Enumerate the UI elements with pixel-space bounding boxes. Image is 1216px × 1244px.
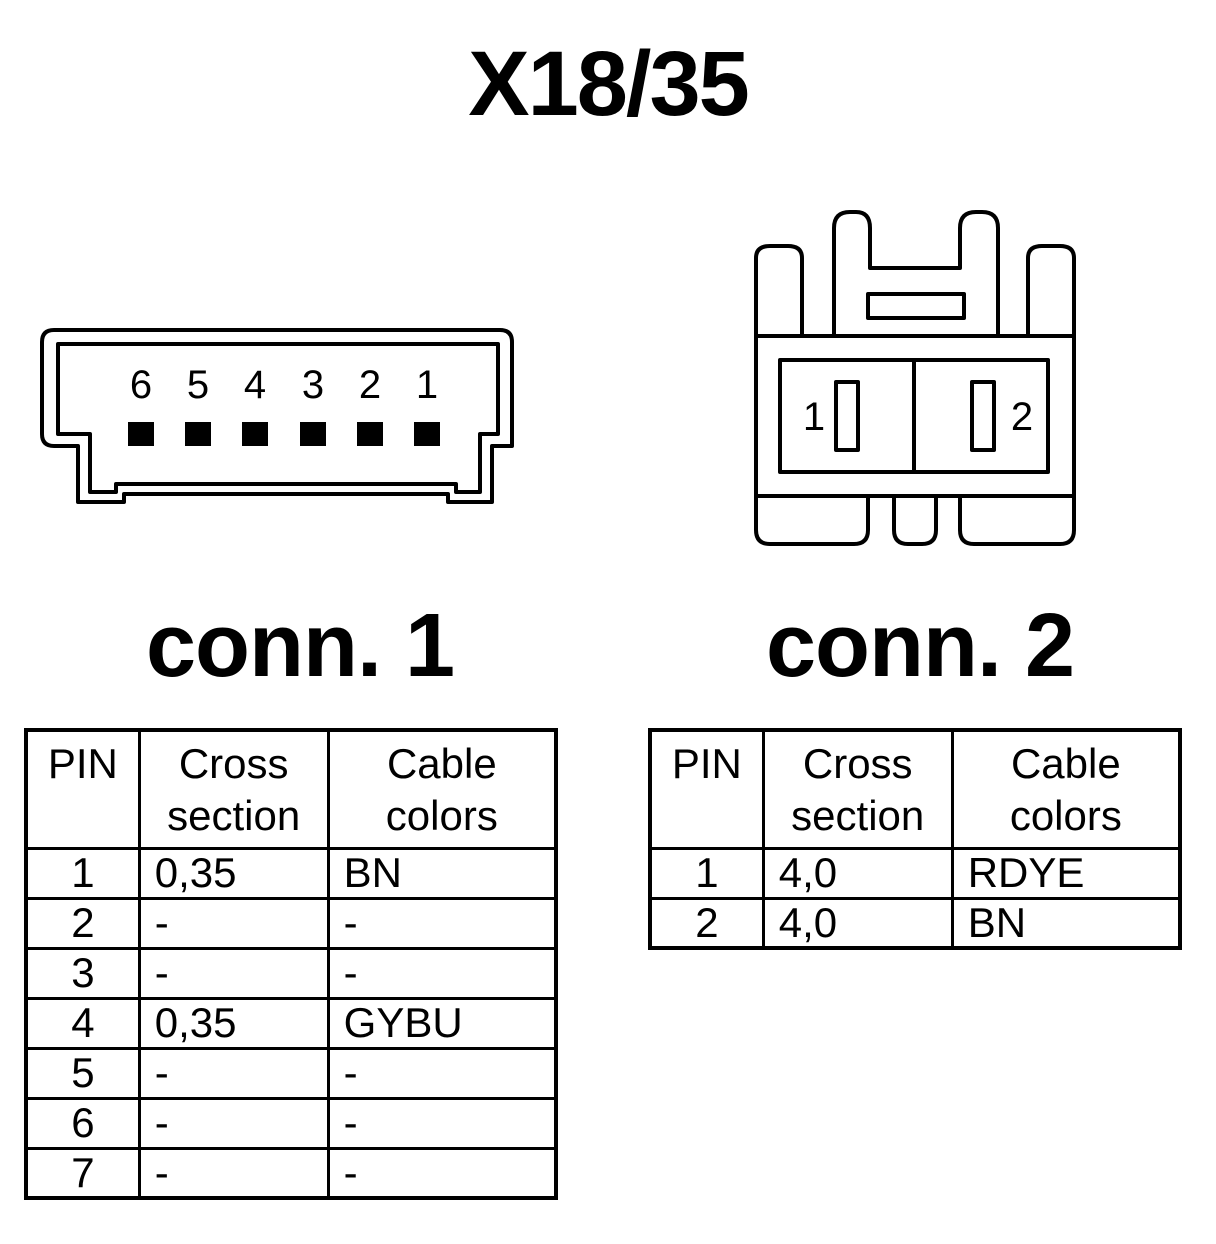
table-row: 3 - - [24, 946, 558, 1000]
cable-colors-header-line-2: colors [1009, 792, 1122, 839]
table-row: 2 4,0 BN [648, 896, 1182, 950]
conn1-pin-contact-3 [300, 422, 326, 446]
cross-section-cell: - [137, 946, 330, 1000]
connector-2-label: conn. 2 [765, 596, 1075, 696]
pin-cell: 4 [24, 996, 141, 1050]
cross-section-header-line-2: section [167, 792, 301, 839]
conn1-pin-contact-5 [185, 422, 211, 446]
connector-2-foot-center [892, 494, 938, 546]
pin-cell: 1 [648, 846, 765, 900]
cable-color-cell: - [326, 1096, 558, 1150]
cable-colors-header: Cable colors [950, 728, 1182, 850]
conn1-pin-label-2: 2 [359, 363, 381, 407]
cross-section-cell: - [137, 1096, 330, 1150]
connector-1-label: conn. 1 [145, 596, 455, 696]
conn2-pin-contact-1 [834, 380, 860, 452]
table-row: 5 - - [24, 1046, 558, 1100]
connector-2-top-latch [832, 210, 1000, 338]
cross-section-header-line-2: section [791, 792, 925, 839]
conn2-pin-contact-2 [970, 380, 996, 452]
pin-cell: 2 [648, 896, 765, 950]
cross-section-cell: - [137, 1146, 330, 1200]
table-row: 7 - - [24, 1146, 558, 1200]
table-row: 4 0,35 GYBU [24, 996, 558, 1050]
cable-color-cell: - [326, 1146, 558, 1200]
pin-cell: 7 [24, 1146, 141, 1200]
connector-1-inner-outline [56, 342, 500, 494]
table-header-row: PIN Cross section Cable colors [648, 728, 1182, 850]
connector-2-pin-table: PIN Cross section Cable colors 1 4,0 RDY… [648, 728, 1182, 950]
cross-section-cell: 4,0 [761, 896, 954, 950]
diagram-title: X18/35 [468, 33, 750, 135]
conn1-pin-label-4: 4 [244, 363, 266, 407]
pin-header: PIN [648, 728, 765, 850]
cross-section-cell: - [137, 896, 330, 950]
cross-section-cell: 4,0 [761, 846, 954, 900]
connector-1-pin-table: PIN Cross section Cable colors 1 0,35 BN… [24, 728, 558, 1200]
connector-2-drawing [754, 210, 1076, 546]
cable-color-cell: BN [326, 846, 558, 900]
table-header-row: PIN Cross section Cable colors [24, 728, 558, 850]
table-row: 2 - - [24, 896, 558, 950]
cable-color-cell: - [326, 946, 558, 1000]
conn1-pin-contact-6 [128, 422, 154, 446]
cross-section-header: Cross section [137, 728, 330, 850]
conn1-pin-label-6: 6 [130, 363, 152, 407]
cable-colors-header-line-2: colors [385, 792, 498, 839]
conn1-pin-contact-4 [242, 422, 268, 446]
pin-cell: 3 [24, 946, 141, 1000]
table-row: 1 4,0 RDYE [648, 846, 1182, 900]
cross-section-header: Cross section [761, 728, 954, 850]
cross-section-cell: 0,35 [137, 846, 330, 900]
pin-cell: 6 [24, 1096, 141, 1150]
connector-2-foot-right [958, 494, 1076, 546]
pin-cell: 5 [24, 1046, 141, 1100]
connector-2-left-ear [754, 244, 804, 338]
cable-colors-header-line-1: Cable [1010, 740, 1121, 787]
connector-2-latch-inner [866, 292, 966, 320]
cable-color-cell: - [326, 896, 558, 950]
cable-colors-header: Cable colors [326, 728, 558, 850]
conn2-pin-label-2: 2 [1011, 395, 1033, 439]
cable-colors-header-line-1: Cable [386, 740, 497, 787]
pin-cell: 1 [24, 846, 141, 900]
connector-1-outer-outline [40, 328, 514, 504]
cable-color-cell: GYBU [326, 996, 558, 1050]
conn1-pin-contact-1 [414, 422, 440, 446]
cable-color-cell: RDYE [950, 846, 1182, 900]
cross-section-cell: 0,35 [137, 996, 330, 1050]
conn1-pin-label-3: 3 [302, 363, 324, 407]
conn1-pin-label-5: 5 [187, 363, 209, 407]
cross-section-cell: - [137, 1046, 330, 1100]
cross-section-header-line-1: Cross [802, 740, 913, 787]
cable-color-cell: - [326, 1046, 558, 1100]
conn2-pin-label-1: 1 [803, 395, 825, 439]
conn1-pin-label-1: 1 [416, 363, 438, 407]
connector-2-right-ear [1026, 244, 1076, 338]
pin-header: PIN [24, 728, 141, 850]
cable-color-cell: BN [950, 896, 1182, 950]
connector-2-foot-left [754, 494, 870, 546]
table-row: 6 - - [24, 1096, 558, 1150]
pin-cell: 2 [24, 896, 141, 950]
table-row: 1 0,35 BN [24, 846, 558, 900]
conn1-pin-contact-2 [357, 422, 383, 446]
cross-section-header-line-1: Cross [178, 740, 289, 787]
